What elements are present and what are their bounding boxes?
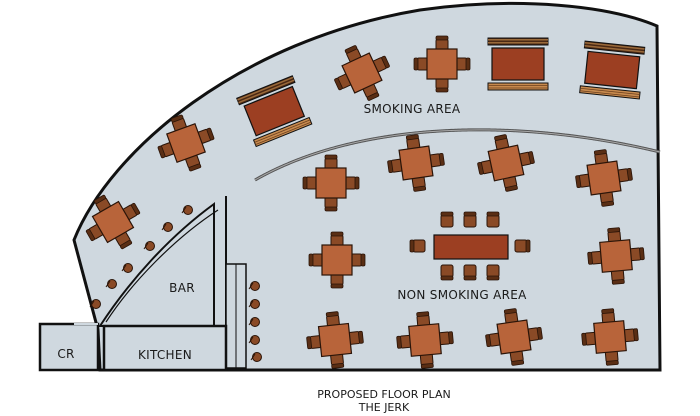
cr-room xyxy=(38,322,100,372)
cr-label: CR xyxy=(57,347,74,361)
plan-title: PROPOSED FLOOR PLAN xyxy=(317,388,450,401)
kitchen-room xyxy=(102,324,228,372)
non-smoking-area-label: NON SMOKING AREA xyxy=(397,288,527,302)
bar-label: BAR xyxy=(169,281,195,295)
kitchen-label: KITCHEN xyxy=(138,348,192,362)
main-floor xyxy=(72,1,662,372)
long-table xyxy=(409,211,531,281)
smoking-area-label: SMOKING AREA xyxy=(364,102,461,116)
plan-subtitle: THE JERK xyxy=(358,401,410,414)
